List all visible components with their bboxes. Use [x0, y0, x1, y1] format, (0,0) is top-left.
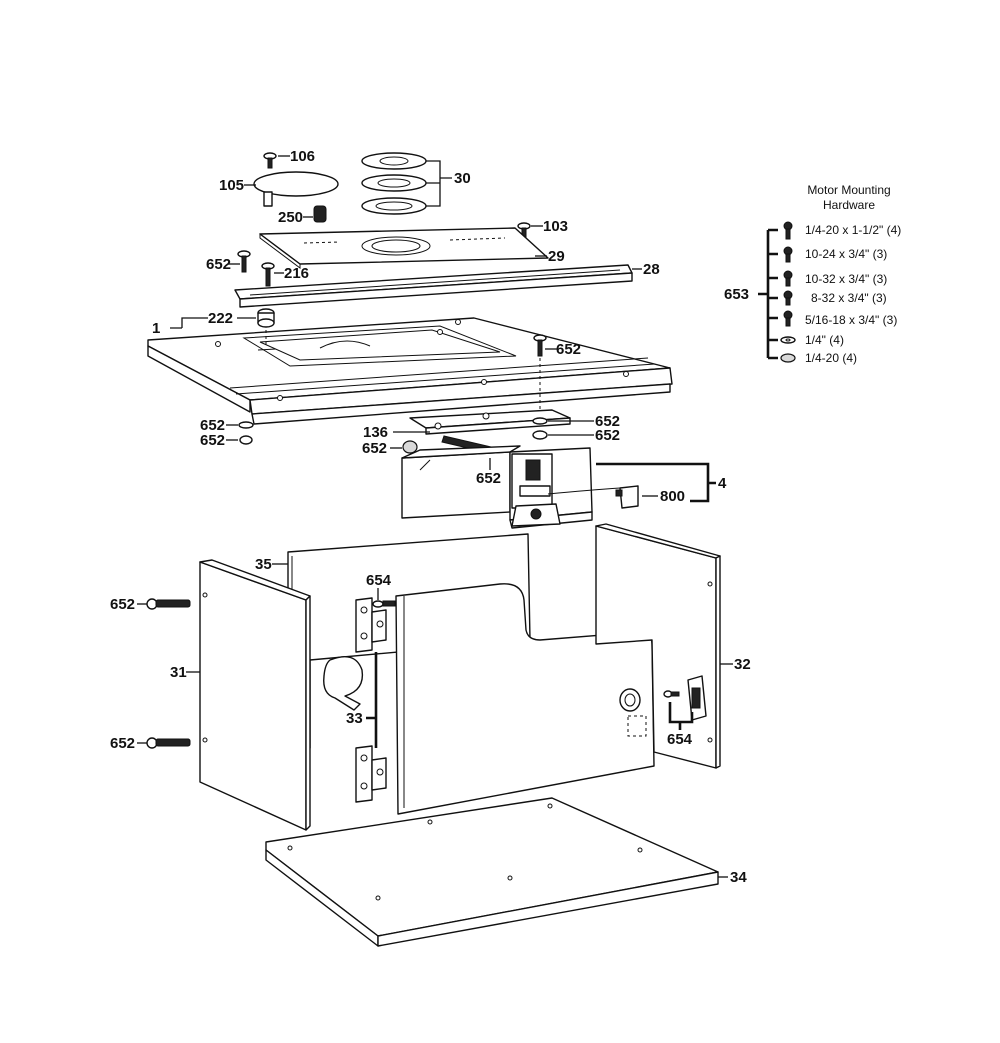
- washer-icon: [780, 336, 796, 344]
- part-652-washer: [238, 421, 254, 445]
- callout-652-switch: 652: [476, 470, 501, 487]
- callout-1: 1: [152, 320, 160, 337]
- part-800-plug: [615, 485, 639, 509]
- callout-4: 4: [718, 475, 727, 492]
- legend-item-label: 10-32 x 3/4" (3): [805, 272, 887, 286]
- callout-136: 136: [363, 424, 388, 441]
- callout-31: 31: [170, 664, 187, 681]
- part-33-hinge-top: [355, 597, 387, 653]
- legend-item-label: 1/4" (4): [805, 333, 844, 347]
- callout-652-nut: 652: [362, 440, 387, 457]
- callout-652-bolt-1: 652: [110, 596, 135, 613]
- part-250-knob: [313, 205, 327, 223]
- callout-216: 216: [284, 265, 309, 282]
- part-105-insert-cover: [253, 171, 339, 207]
- part-28-fence-rail: [234, 264, 633, 308]
- part-29-insert-plate: [259, 227, 549, 269]
- screw-icon: [783, 310, 793, 327]
- part-106-screw: [263, 152, 277, 169]
- callout-106: 106: [290, 148, 315, 165]
- part-654-screw: [372, 600, 396, 608]
- callout-29: 29: [548, 248, 565, 265]
- callout-250: 250: [278, 209, 303, 226]
- part-652-washers-right: [532, 417, 548, 440]
- part-handle-cutout: [323, 656, 364, 711]
- part-1-table-top: [147, 317, 673, 425]
- callout-105: 105: [219, 177, 244, 194]
- part-652-cabinet-bolt-bottom: [146, 737, 191, 749]
- part-33-hinge-bottom: [355, 745, 387, 803]
- callout-652-under-1: 652: [200, 417, 225, 434]
- screw-icon: [783, 221, 793, 240]
- callout-652-under-2: 652: [200, 432, 225, 449]
- part-30-insert-rings: [361, 152, 427, 215]
- part-652-screw: [237, 250, 251, 273]
- callout-654-top: 654: [366, 572, 392, 589]
- callout-103: 103: [543, 218, 568, 235]
- nut-icon: [780, 353, 796, 363]
- callout-32: 32: [734, 656, 751, 673]
- part-652-nut: [402, 440, 418, 454]
- legend-title-line1: Motor Mounting: [807, 183, 890, 197]
- part-652-bolt: [533, 334, 547, 357]
- legend-item-label: 1/4-20 x 1-1/2" (4): [805, 223, 901, 237]
- callout-35: 35: [255, 556, 272, 573]
- screw-icon: [783, 290, 793, 306]
- legend-item-label: 1/4-20 (4): [805, 351, 857, 365]
- part-652-cabinet-bolt-top: [146, 598, 191, 610]
- callout-30: 30: [454, 170, 471, 187]
- part-222-threaded-insert: [257, 308, 275, 328]
- part-31-left-panel: [199, 559, 311, 831]
- legend-title-line2: Hardware: [823, 198, 875, 212]
- screw-icon: [783, 246, 793, 263]
- callout-800: 800: [660, 488, 685, 505]
- motor-mounting-hardware-legend: Motor Mounting Hardware 653 1/4-20 x 1-1…: [724, 183, 901, 365]
- callout-28: 28: [643, 261, 660, 278]
- legend-callout-653: 653: [724, 286, 749, 303]
- callout-34: 34: [730, 869, 747, 886]
- part-34-base: [265, 797, 719, 947]
- legend-item-label: 5/16-18 x 3/4" (3): [805, 313, 897, 327]
- screw-icon: [783, 270, 793, 287]
- callout-33: 33: [346, 710, 363, 727]
- part-103-screw: [517, 222, 531, 239]
- callout-652-right-2: 652: [595, 427, 620, 444]
- part-32-right-panel: [595, 523, 721, 769]
- part-216-screw: [261, 262, 275, 287]
- callout-652-right-1: 652: [595, 413, 620, 430]
- part-654-catch: [663, 675, 707, 721]
- callout-222: 222: [208, 310, 233, 327]
- callout-652-bolt-2: 652: [110, 735, 135, 752]
- legend-item-label: 8-32 x 3/4" (3): [811, 291, 887, 305]
- callout-654-right: 654: [667, 731, 693, 748]
- part-4-switch-box: [401, 445, 621, 529]
- legend-item-label: 10-24 x 3/4" (3): [805, 247, 887, 261]
- callout-652-table: 652: [556, 341, 581, 358]
- callout-652-plate: 652: [206, 256, 231, 273]
